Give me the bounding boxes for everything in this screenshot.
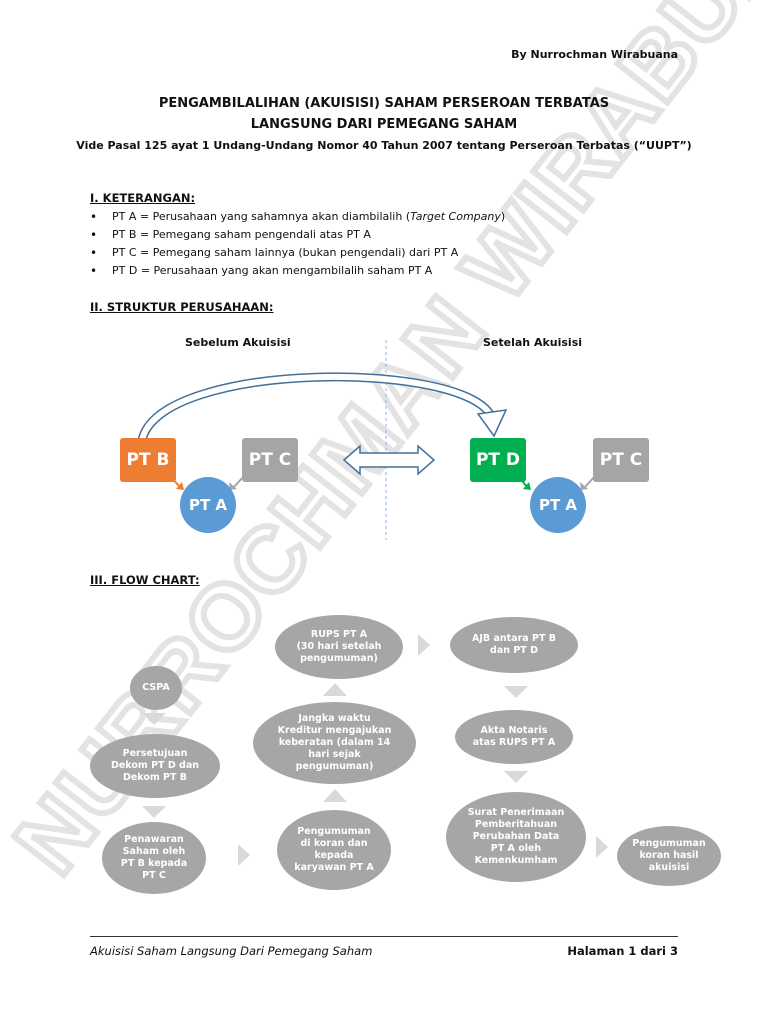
arrow-down-icon <box>142 713 166 725</box>
list-item: PT C = Pemegang saham lainnya (bukan pen… <box>90 244 505 262</box>
list-item: PT B = Pemegang saham pengendali atas PT… <box>90 226 505 244</box>
pt-a-circle-before: PT A <box>180 477 236 533</box>
section-1-heading: I. KETERANGAN: <box>90 191 196 205</box>
before-label: Sebelum Akuisisi <box>185 336 291 349</box>
page-number: Halaman 1 dari 3 <box>567 944 678 958</box>
pt-c-box-after: PT C <box>593 438 649 482</box>
arrow-down-icon <box>504 771 528 783</box>
arrow-right-icon <box>418 634 430 656</box>
flow-node-jangka-waktu: Jangka waktu Kreditur mengajukan keberat… <box>253 702 416 784</box>
arrow-up-icon <box>323 683 347 696</box>
arrow-right-icon <box>238 844 250 866</box>
pt-c-box-before: PT C <box>242 438 298 482</box>
flow-node-persetujuan: Persetujuan Dekom PT D dan Dekom PT B <box>90 734 220 798</box>
list-item: PT D = Perusahaan yang akan mengambilali… <box>90 262 505 280</box>
subtitle: Vide Pasal 125 ayat 1 Undang-Undang Nomo… <box>76 139 692 152</box>
flow-node-cspa: CSPA <box>130 666 182 710</box>
flow-node-ajb: AJB antara PT B dan PT D <box>450 617 578 673</box>
flow-node-akta: Akta Notaris atas RUPS PT A <box>455 710 573 764</box>
arrow-down-icon <box>142 806 166 818</box>
curved-arrow-head <box>476 409 508 438</box>
flow-node-rups: RUPS PT A (30 hari setelah pengumuman) <box>275 615 403 679</box>
arrow-up-icon <box>323 789 347 802</box>
keterangan-list: PT A = Perusahaan yang sahamnya akan dia… <box>90 208 505 280</box>
flow-node-pengumuman-hasil: Pengumuman koran hasil akuisisi <box>617 826 721 886</box>
footer-title: Akuisisi Saham Langsung Dari Pemegang Sa… <box>90 944 373 958</box>
list-item: PT A = Perusahaan yang sahamnya akan dia… <box>90 208 505 226</box>
pt-a-circle-after: PT A <box>530 477 586 533</box>
flow-node-penawaran: Penawaran Saham oleh PT B kepada PT C <box>102 822 206 894</box>
curved-arrow-inner <box>139 373 495 443</box>
flow-node-surat: Surat Penerimaan Pemberitahuan Perubahan… <box>446 792 586 882</box>
title-line-1: PENGAMBILALIHAN (AKUISISI) SAHAM PERSERO… <box>158 96 610 111</box>
arrow-right-icon <box>596 836 608 858</box>
author-line: By Nurrochman Wirabuana <box>511 48 678 61</box>
title-line-2: LANGSUNG DARI PEMEGANG SAHAM <box>250 117 518 132</box>
arrow-down-icon <box>504 686 528 698</box>
after-label: Setelah Akuisisi <box>483 336 583 349</box>
section-2-heading: II. STRUKTUR PERUSAHAAN: <box>90 300 274 314</box>
footer-divider <box>90 936 678 937</box>
pt-d-box-after: PT D <box>470 438 526 482</box>
flow-node-pengumuman-koran: Pengumuman di koran dan kepada karyawan … <box>277 810 391 890</box>
double-arrow <box>342 444 436 476</box>
section-3-heading: III. FLOW CHART: <box>90 573 200 587</box>
pt-b-box-before: PT B <box>120 438 176 482</box>
